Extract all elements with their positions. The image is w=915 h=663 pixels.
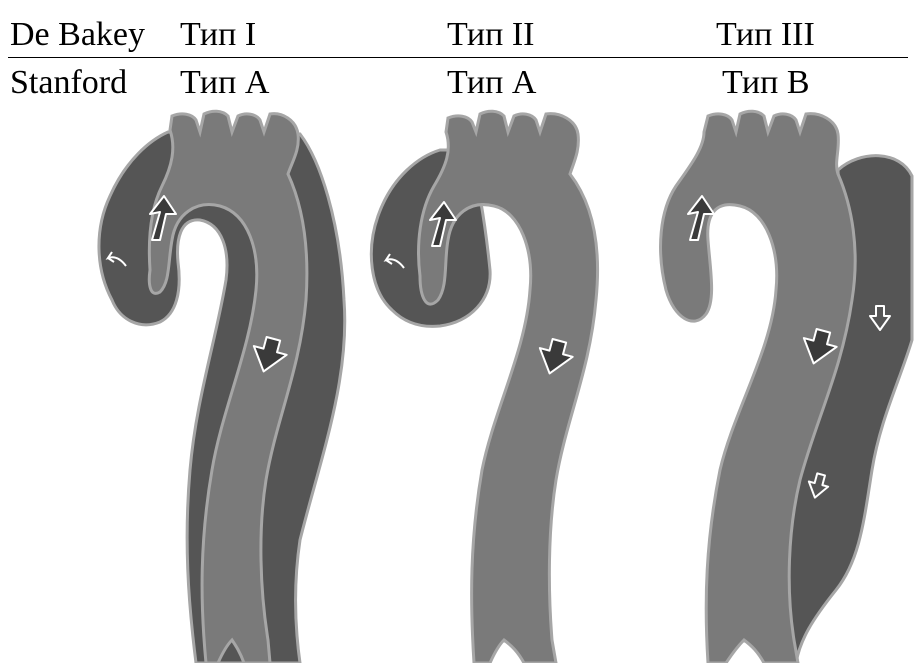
true-lumen [419, 111, 598, 663]
aorta-type-2 [371, 111, 597, 663]
aorta-type-3 [661, 111, 912, 663]
aorta-type-1 [99, 111, 345, 663]
